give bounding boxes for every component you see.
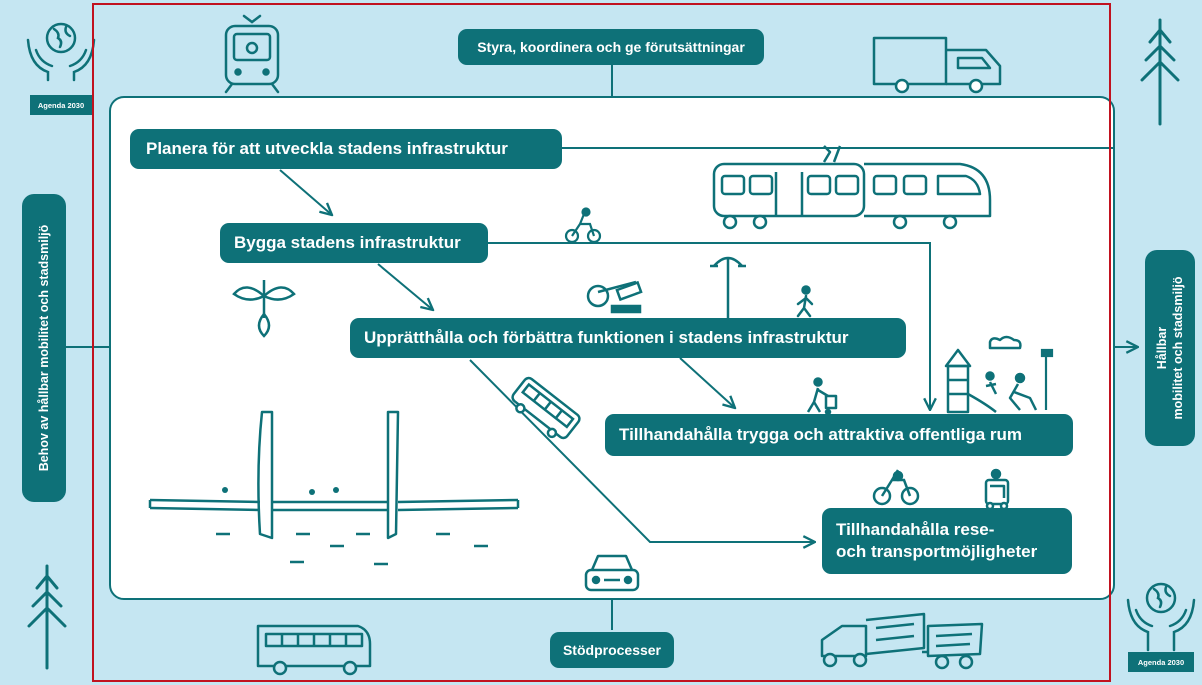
street-lamp-icon — [1040, 348, 1054, 410]
input-need-label: Behov av hållbar mobilitet och stadsmilj… — [37, 224, 51, 472]
bus-icon — [256, 624, 372, 676]
arrow-maintain-to-public-space — [679, 357, 735, 408]
tree-icon — [27, 564, 67, 670]
process-transport-line-1: Tillhandahålla rese- — [836, 520, 995, 539]
train-icon — [712, 145, 992, 230]
plant-icon — [232, 280, 296, 338]
output-result: Hållbar mobilitet och stadsmiljö — [1145, 250, 1195, 446]
globe-hands-icon — [26, 22, 96, 82]
tree-icon — [1140, 18, 1180, 126]
car-front-icon — [584, 554, 640, 592]
output-line-2: mobilitet och stadsmiljö — [1171, 276, 1185, 420]
process-transport-line-2: och transportmöjligheter — [836, 542, 1038, 561]
truck-icon — [872, 36, 1002, 94]
process-build: Bygga stadens infrastruktur — [220, 223, 488, 263]
tram-front-icon — [224, 14, 280, 94]
arrow-build-to-maintain — [377, 263, 433, 310]
output-result-label: Hållbar mobilitet och stadsmiljö — [1154, 276, 1186, 419]
bus-icon — [511, 376, 581, 440]
process-transport: Tillhandahålla rese- och transportmöjlig… — [822, 508, 1072, 574]
process-public-space: Tillhandahålla trygga och attraktiva off… — [605, 414, 1073, 456]
agenda-badge-bottom: Agenda 2030 — [1128, 652, 1194, 672]
arrow-build-to-public-space — [488, 242, 930, 410]
process-maintain: Upprätthålla och förbättra funktionen i … — [350, 318, 906, 358]
arrow-plan-to-build — [279, 169, 332, 215]
wheelchair-icon — [984, 468, 1010, 511]
street-lamp-icon — [710, 256, 746, 320]
output-line-1: Hållbar — [1155, 326, 1169, 370]
input-need: Behov av hållbar mobilitet och stadsmilj… — [22, 194, 66, 502]
bridge-icon — [148, 410, 520, 566]
trailer-truck-icon — [820, 612, 984, 670]
arrow-maintain-to-transport — [469, 359, 815, 542]
globe-hands-icon — [1126, 582, 1196, 652]
pedestrian-icon — [796, 285, 814, 318]
bicycle-icon — [222, 487, 339, 495]
selection-frame — [92, 3, 1111, 682]
agenda-badge-top: Agenda 2030 — [30, 95, 92, 115]
header-process: Styra, koordinera och ge förutsättningar — [458, 29, 764, 65]
bicycle-icon — [872, 469, 920, 506]
bicycle-icon — [564, 207, 602, 244]
support-process: Stödprocesser — [550, 632, 674, 668]
gavel-icon — [586, 280, 643, 314]
process-plan: Planera för att utveckla stadens infrast… — [130, 129, 562, 169]
